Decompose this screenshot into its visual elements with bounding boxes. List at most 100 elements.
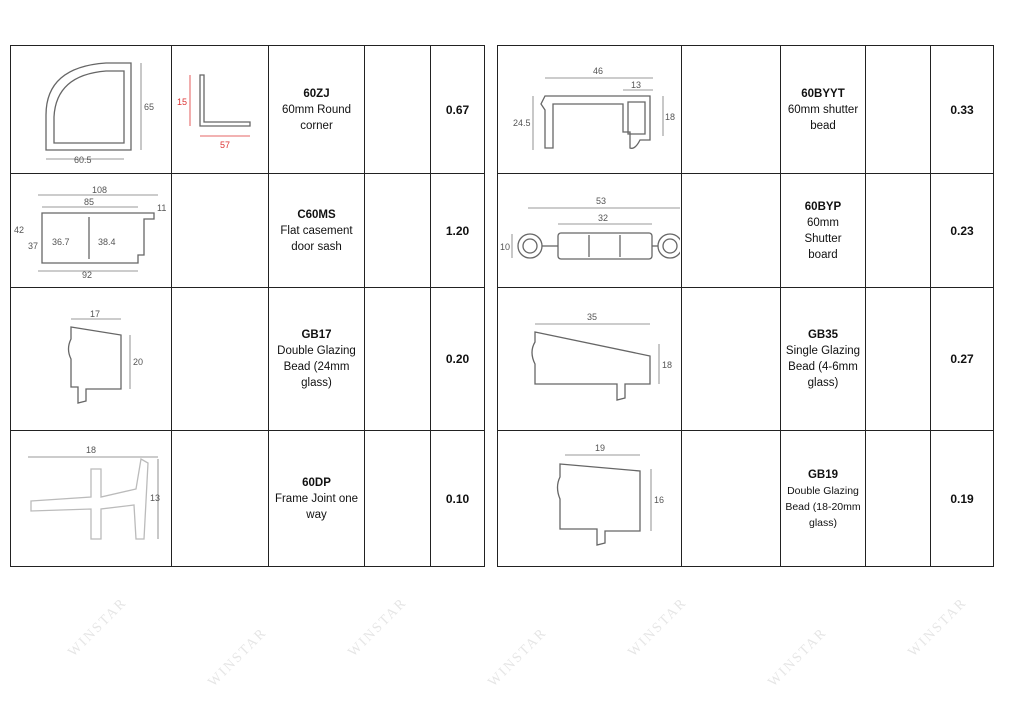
- profile-code: 60DP: [302, 476, 331, 489]
- empty-cell: [364, 45, 431, 174]
- dimension-label: 108: [92, 185, 107, 195]
- dimension-label: 13: [631, 80, 641, 90]
- dimension-label: 16: [654, 495, 664, 505]
- frame-joint-drawing: 18 13: [28, 445, 160, 540]
- empty-cell: [171, 173, 269, 288]
- angle-section-drawing: 15 57: [177, 73, 251, 150]
- dimension-label: 20: [133, 357, 143, 367]
- table-row: 60.5 65 15 57 60ZJ 60mm Round corner 0.67: [10, 45, 485, 174]
- profile-description: 60mm shutter bead: [787, 103, 859, 132]
- watermark: WINSTAR: [905, 595, 971, 661]
- profile-name-cell: 60ZJ 60mm Round corner: [268, 45, 365, 174]
- profile-weight: 0.33: [930, 45, 994, 174]
- empty-cell: [364, 430, 431, 567]
- profile-weight: 0.10: [430, 430, 485, 567]
- profile-code: 60BYYT: [801, 87, 845, 100]
- empty-cell: [681, 430, 781, 567]
- profile-weight: 0.67: [430, 45, 485, 174]
- profile-weight: 0.23: [930, 173, 994, 288]
- dimension-label: 38.4: [98, 237, 116, 247]
- profile-description: 60mm Round corner: [281, 103, 352, 132]
- watermark: WINSTAR: [485, 625, 551, 691]
- dimension-label: 65: [144, 102, 154, 112]
- empty-cell: [171, 287, 269, 431]
- table-row: 108 85 42 37 36.7 38.4 92 11 C60MS Flat c…: [10, 173, 485, 288]
- shutter-bead-drawing: 46 13 24.5 18: [513, 66, 675, 150]
- empty-cell: [865, 430, 931, 567]
- empty-cell: [681, 287, 781, 431]
- glazing-bead-drawing: 17 20: [67, 309, 143, 404]
- dimension-label: 11: [157, 203, 166, 213]
- dimension-label: 10: [500, 242, 510, 252]
- casement-sash-drawing: 108 85 42 37 36.7 38.4 92 11: [14, 185, 166, 279]
- shutter-board-drawing: 53 32 10: [500, 196, 680, 260]
- watermark: WINSTAR: [205, 625, 271, 691]
- profile-weight: 1.20: [430, 173, 485, 288]
- dimension-label: 46: [593, 66, 603, 76]
- double-glazing-bead-drawing: 19 16: [556, 443, 664, 546]
- table-row: 53 32 10 60BYP 60mm Shutter board 0.23: [497, 173, 994, 288]
- profile-weight: 0.27: [930, 287, 994, 431]
- empty-cell: [865, 173, 931, 288]
- profile-description: Flat casement door sash: [280, 224, 353, 253]
- dimension-label: 18: [86, 445, 96, 455]
- dimension-label: 15: [177, 97, 187, 107]
- profile-code: GB17: [301, 329, 332, 341]
- empty-cell: [681, 45, 781, 174]
- round-corner-drawing: 60.5 65: [45, 61, 154, 165]
- profile-drawing: 60.5 65: [10, 45, 172, 174]
- watermark: WINSTAR: [65, 595, 131, 661]
- dimension-label: 24.5: [513, 118, 531, 128]
- profile-description: Frame Joint one way: [274, 492, 359, 521]
- profile-description: 60mm Shutter board: [804, 216, 842, 261]
- empty-cell: [364, 287, 431, 431]
- dimension-label: 42: [14, 225, 24, 235]
- profile-code: C60MS: [297, 208, 336, 221]
- profile-name-cell: 60DP Frame Joint one way: [268, 430, 365, 567]
- dimension-label: 57: [220, 140, 230, 150]
- dimension-label: 85: [84, 197, 94, 207]
- empty-cell: [865, 45, 931, 174]
- left-profile-table: 60.5 65 15 57 60ZJ 60mm Round corner 0.67…: [10, 45, 485, 567]
- profile-name-cell: C60MS Flat casement door sash: [268, 173, 365, 288]
- profile-drawing: 46 13 24.5 18: [497, 45, 682, 174]
- profile-drawing: 53 32 10: [497, 173, 682, 288]
- profile-code: 60BYP: [804, 200, 842, 213]
- profile-code: GB35: [807, 329, 839, 341]
- profile-drawing: 35 18: [497, 287, 682, 431]
- empty-cell: [865, 287, 931, 431]
- profile-drawing: 19 16: [497, 430, 682, 567]
- dimension-label: 18: [665, 112, 675, 122]
- dimension-label: 36.7: [52, 237, 70, 247]
- dimension-label: 35: [587, 312, 597, 322]
- profile-description: Double Glazing Bead (18-20mm glass): [785, 484, 861, 529]
- dimension-label: 32: [598, 213, 608, 223]
- profile-drawing: 17 20: [10, 287, 172, 431]
- dimension-label: 17: [90, 309, 100, 319]
- dimension-label: 19: [595, 443, 605, 453]
- watermark: WINSTAR: [345, 595, 411, 661]
- watermark: WINSTAR: [765, 625, 831, 691]
- profile-drawing: 18 13: [10, 430, 172, 567]
- right-profile-table: 46 13 24.5 18 60BYYT 60mm shutter bead 0.…: [497, 45, 994, 567]
- profile-weight: 0.19: [930, 430, 994, 567]
- dimension-label: 60.5: [74, 155, 92, 165]
- dimension-label: 53: [596, 196, 606, 206]
- dimension-label: 92: [82, 270, 92, 279]
- dimension-label: 37: [28, 241, 38, 251]
- empty-cell: [364, 173, 431, 288]
- dimension-label: 13: [150, 493, 160, 503]
- single-glazing-bead-drawing: 35 18: [530, 312, 672, 401]
- profile-description: Single Glazing Bead (4-6mm glass): [785, 345, 861, 389]
- profile-code: 60ZJ: [303, 87, 330, 100]
- profile-name-cell: 60BYYT 60mm shutter bead: [780, 45, 866, 174]
- watermark: WINSTAR: [625, 595, 691, 661]
- profile-drawing: 108 85 42 37 36.7 38.4 92 11: [10, 173, 172, 288]
- section-drawing: 15 57: [171, 45, 269, 174]
- profile-description: Double Glazing Bead (24mm glass): [277, 345, 356, 389]
